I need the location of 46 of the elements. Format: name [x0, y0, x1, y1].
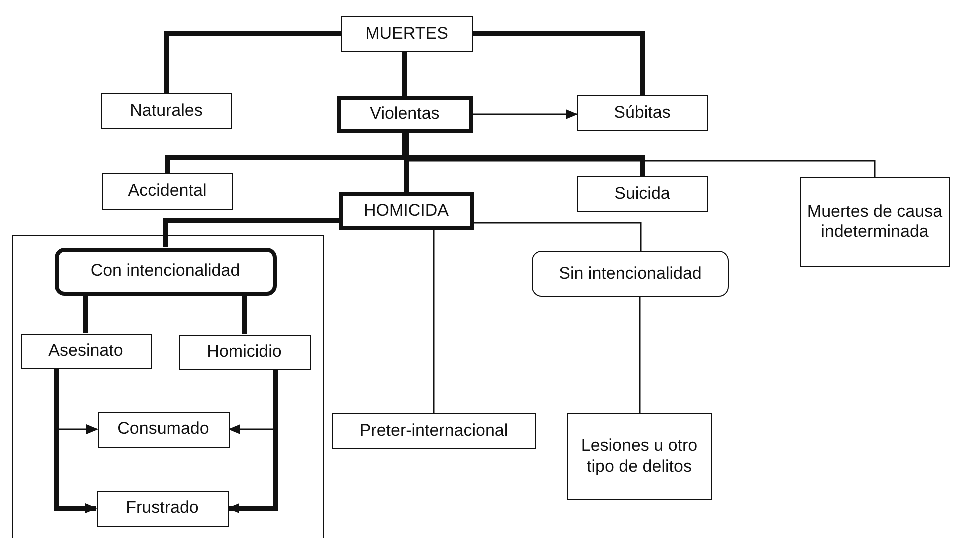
connector-line [242, 296, 247, 334]
category-box [800, 177, 950, 267]
rounded-category-box [532, 251, 729, 297]
arrow [228, 370, 278, 514]
connector-line [404, 133, 409, 192]
category-box [332, 413, 536, 449]
connector-line [402, 52, 408, 96]
node-label: Preter-internacional [358, 420, 510, 442]
node-label: Suicida [614, 184, 672, 204]
node-label: Lesiones u otro tipo de delitos [580, 436, 699, 477]
node-label: Sin intencionalidad [558, 264, 703, 284]
category-box [567, 413, 712, 500]
category-box [577, 176, 708, 212]
node-label: MUERTES [364, 24, 450, 44]
arrow [473, 110, 578, 120]
category-box [337, 96, 473, 133]
rounded-category-box [54, 248, 276, 296]
arrow [54, 368, 98, 514]
category-box [341, 16, 473, 52]
node-label: Naturales [129, 100, 204, 122]
category-box [178, 334, 310, 370]
connector-line [473, 32, 645, 95]
category-box [339, 192, 474, 230]
connector-line [639, 297, 641, 413]
node-label: Frustrado [125, 498, 200, 519]
node-label: Súbitas [613, 102, 672, 124]
node-label: Homicidio [206, 342, 283, 362]
group-frame [12, 235, 324, 538]
category-box [20, 334, 152, 368]
node-label: HOMICIDA [363, 200, 450, 222]
connector-line [164, 32, 341, 93]
connector-line [84, 296, 88, 334]
connector-line [433, 230, 435, 413]
node-label: Muertes de causa indeterminada [806, 202, 944, 242]
node-label: Con intencionalidad [90, 261, 242, 282]
category-box [101, 93, 232, 129]
category-box [98, 412, 230, 448]
node-label: Accidental [127, 181, 208, 202]
category-box [577, 95, 708, 131]
category-box [96, 490, 228, 526]
node-label: Asesinato [48, 340, 124, 362]
node-label: Violentas [369, 104, 441, 125]
connector-line [163, 218, 339, 248]
node-label: Consumado [116, 419, 210, 440]
connector-line [474, 222, 642, 251]
category-box [102, 173, 233, 210]
